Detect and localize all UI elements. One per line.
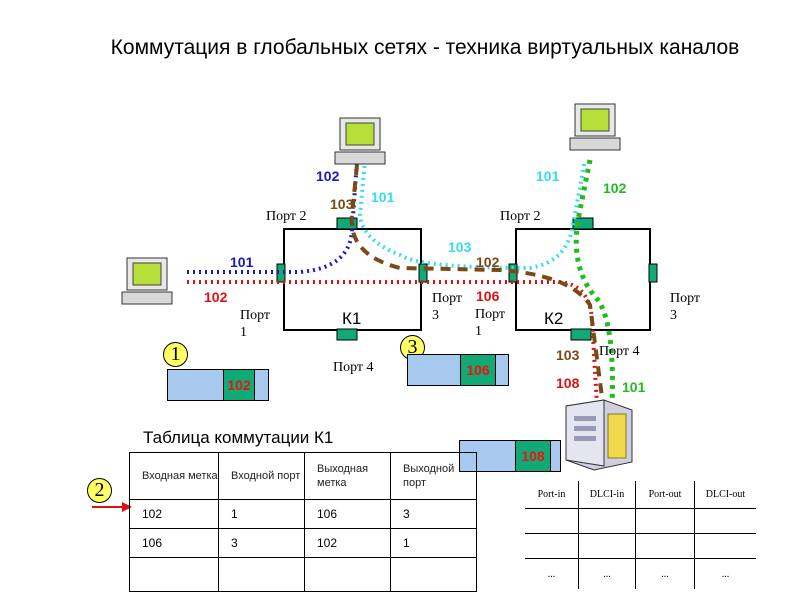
server [565,399,633,471]
switch-k2-name: К2 [544,309,564,328]
k2-port3 [648,263,658,283]
switch-table-caption: Таблица коммутации К1 [143,428,334,447]
table-row: 102 1 106 3 [129,499,477,529]
table-header-cell: Входная метка [129,452,219,500]
label-pc-left-101: 101 [230,254,254,270]
dlci-cell [694,508,756,534]
computer-top-k2 [569,103,621,151]
computer-left [121,257,173,305]
k1-port4-label: Порт 4 [333,360,374,375]
dlci-header-cell: Port-out [635,481,695,509]
label-k1k2-106: 106 [476,288,500,304]
packet-3-label: 106 [460,355,496,385]
label-server-103: 103 [556,347,580,363]
label-pc-top-k1-101: 101 [371,189,395,205]
dlci-cell [525,533,579,559]
dlci-row: ... ... ... ... [525,558,756,589]
label-pc-top-k1-103: 103 [330,196,354,212]
packet-3: 106 [407,354,509,386]
dlci-cell: ... [635,558,695,589]
dlci-header-cell: Port-in [525,481,579,509]
step-1-marker: 1 [163,342,188,367]
table-cell: 1 [390,528,477,558]
k1-port4 [336,328,358,341]
k2-port2-label: Порт 2 [500,209,541,224]
label-pc-top-k1-102: 102 [316,168,340,184]
dlci-cell [578,533,636,559]
page-title: Коммутация в глобальных сетях - техника … [110,36,740,59]
label-k1k2-102: 102 [476,254,500,270]
k1-port3-label: Порт 3 [432,291,463,323]
table-cell: 106 [129,528,219,558]
table-cell: 102 [304,528,391,558]
switch-k1-name: К1 [342,309,362,328]
table-cell: 106 [304,499,391,529]
packet-server-label: 108 [515,441,551,471]
label-server-101: 101 [622,379,646,395]
dlci-cell [694,533,756,559]
table-cell: 102 [129,499,219,529]
dlci-table: Port-in DLCI-in Port-out DLCI-out ... ..… [525,481,756,589]
k2-port4 [570,328,592,341]
table-header-row: Входная метка Входной порт Выходная метк… [129,452,477,500]
table-cell: 3 [218,528,305,558]
dlci-cell: ... [694,558,756,589]
packet-1: 102 [167,369,269,401]
dlci-header-row: Port-in DLCI-in Port-out DLCI-out [525,481,756,509]
dlci-header-cell: DLCI-out [694,481,756,509]
k1-port2 [336,217,358,230]
dlci-cell [578,508,636,534]
k2-port4-label: Порт 4 [599,344,640,359]
path-green [573,159,615,406]
table-cell: 3 [390,499,477,529]
path-brown [349,164,605,406]
table-cell [129,557,219,592]
table-cell [390,557,477,592]
label-pc-top-k2-101: 101 [536,168,560,184]
dlci-row [525,508,756,534]
k2-port3-label: Порт 3 [670,291,701,323]
label-pc-top-k2-102: 102 [603,180,627,196]
k1-port2-label: Порт 2 [266,209,307,224]
label-k1k2-103: 103 [448,239,472,255]
table-cell: 1 [218,499,305,529]
k1-port1-label: Порт 1 [240,308,271,340]
dlci-cell [635,533,695,559]
table-cell [304,557,391,592]
table-header-cell: Выходной порт [390,452,477,500]
table-header-cell: Выходная метка [304,452,391,500]
dlci-header-cell: DLCI-in [578,481,636,509]
switch-k2-box [515,228,651,331]
step-2-marker: 2 [87,478,112,503]
switch-table: Входная метка Входной порт Выходная метк… [129,452,477,592]
table-row: 106 3 102 1 [129,528,477,558]
packet-1-label: 102 [223,370,255,400]
dlci-row [525,533,756,559]
dlci-cell [635,508,695,534]
arrow-icon [92,502,132,512]
table-cell [218,557,305,592]
computer-top-k1 [334,117,386,165]
k2-port1-label: Порт 1 [475,307,506,339]
label-pc-left-102: 102 [204,289,228,305]
dlci-cell: ... [547,568,556,580]
table-header-cell: Входной порт [218,452,305,500]
label-server-108: 108 [556,375,580,391]
dlci-cell [525,508,579,534]
table-row [129,557,477,592]
dlci-cell: ... [578,558,636,589]
